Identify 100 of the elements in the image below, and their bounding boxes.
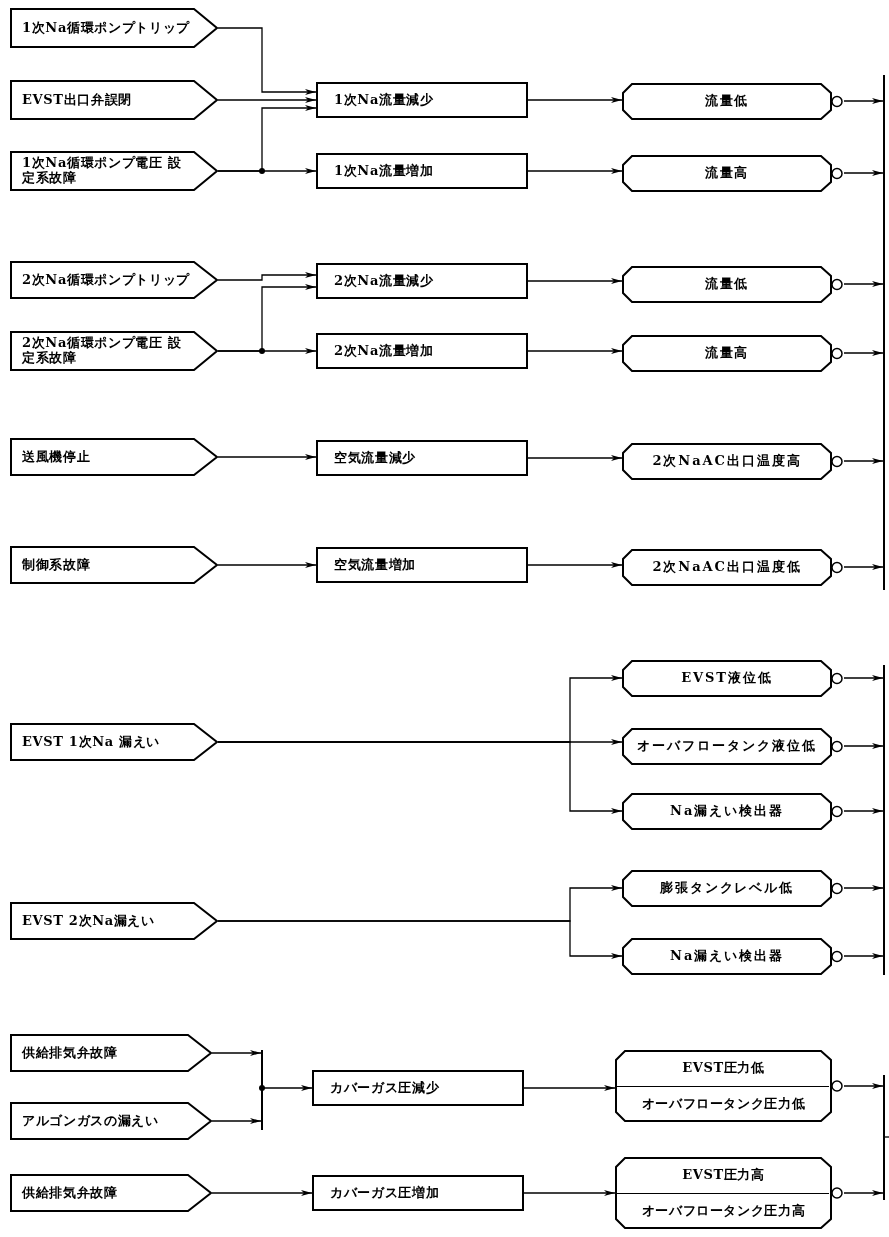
arrow [217, 27, 317, 95]
box-label: 供給排気弁故障 [22, 1045, 118, 1061]
alarm-octagon [622, 82, 844, 120]
box-label: 流量高 [704, 345, 750, 361]
input-signal-box [10, 1034, 212, 1072]
box-label: 2次Na循環ポンプ電圧 設定系故障 [22, 336, 183, 366]
box-label: 2次NaAC出口温度低 [652, 559, 802, 575]
box-label: EVST液位低 [681, 670, 773, 686]
box-label: 1次Na流量増加 [334, 163, 434, 179]
arrow [843, 281, 884, 287]
box-label: アルゴンガスの漏えい [22, 1113, 159, 1129]
box-label: 2次Na流量減少 [334, 273, 434, 289]
input-signal-box [10, 151, 218, 191]
arrow [217, 348, 317, 354]
box-label: Na漏えい検出器 [670, 803, 784, 819]
arrow [523, 1085, 616, 1091]
box-label: オーバフロータンク液位低 [637, 738, 817, 754]
alarm-octagon [615, 1050, 844, 1122]
input-signal-box [10, 546, 218, 584]
process-box [316, 547, 528, 583]
process-box [316, 82, 528, 118]
process-box [316, 333, 528, 369]
box-label: EVST圧力高 [682, 1167, 765, 1183]
bus-line [261, 1050, 263, 1130]
box-label: 2次Na循環ポンプトリップ [22, 272, 190, 288]
arrow [843, 953, 884, 959]
bus-line [883, 74, 885, 590]
box-label: 流量高 [704, 165, 750, 181]
input-signal-box [10, 80, 218, 120]
arrow [211, 1050, 262, 1056]
box-label: EVST 2次Na漏えい [22, 913, 155, 929]
box-label: 送風機停止 [22, 449, 91, 465]
arrow [843, 885, 884, 891]
arrow [211, 1190, 313, 1196]
alarm-octagon [622, 937, 844, 975]
alarm-octagon [622, 154, 844, 192]
box-label: オーバフロータンク圧力高 [641, 1203, 806, 1219]
alarm-octagon [615, 1157, 844, 1229]
input-signal-box [10, 723, 218, 761]
arrow [262, 1085, 313, 1091]
input-signal-box [10, 261, 218, 299]
arrow [843, 808, 884, 814]
arrow [843, 1190, 884, 1196]
alarm-octagon [622, 442, 844, 480]
alarm-octagon [622, 792, 844, 830]
alarm-octagon [622, 334, 844, 372]
input-signal-box [10, 1102, 212, 1140]
arrow [527, 562, 623, 568]
input-signal-box [10, 902, 218, 940]
box-label: 供給排気弁故障 [22, 1185, 118, 1201]
arrow [523, 1190, 616, 1196]
alarm-octagon [622, 869, 844, 907]
box-label: EVST出口弁誤閉 [22, 92, 132, 108]
box-label: 2次NaAC出口温度高 [652, 453, 802, 469]
alarm-octagon [622, 727, 844, 765]
process-box [316, 440, 528, 476]
arrow [843, 743, 884, 749]
box-label: 流量低 [704, 276, 750, 292]
alarm-octagon [622, 265, 844, 303]
arrow [843, 458, 884, 464]
process-box [316, 263, 528, 299]
arrow [843, 350, 884, 356]
arrow [217, 920, 623, 959]
box-label: 流量低 [704, 93, 750, 109]
box-label: 1次Na循環ポンプ電圧 設定系故障 [22, 156, 183, 186]
input-signal-box [10, 8, 218, 48]
alarm-octagon [622, 548, 844, 586]
box-label: 空気流量増加 [334, 557, 416, 573]
input-signal-box [10, 1174, 212, 1212]
input-signal-box [10, 331, 218, 371]
alarm-octagon [622, 659, 844, 697]
box-label: カバーガス圧減少 [330, 1080, 440, 1096]
box-label: オーバフロータンク圧力低 [641, 1096, 806, 1112]
arrow [843, 1083, 884, 1089]
arrow [527, 168, 623, 174]
arrow [217, 454, 317, 460]
arrow [217, 741, 623, 814]
box-label: 2次Na流量増加 [334, 343, 434, 359]
arrow [527, 348, 623, 354]
bus-line [883, 1074, 885, 1200]
arrow [843, 98, 884, 104]
process-box [312, 1175, 524, 1211]
process-box [312, 1070, 524, 1106]
arrow [527, 455, 623, 461]
input-signal-box [10, 438, 218, 476]
box-label: 空気流量減少 [334, 450, 416, 466]
box-label: Na漏えい検出器 [670, 948, 784, 964]
arrow [217, 97, 317, 103]
arrow [217, 562, 317, 568]
box-label: 1次Na循環ポンプトリップ [22, 20, 190, 36]
box-label: 制御系故障 [22, 557, 91, 573]
box-label: EVST 1次Na 漏えい [22, 734, 160, 750]
arrow [843, 675, 884, 681]
process-box [316, 153, 528, 189]
box-label: カバーガス圧増加 [330, 1185, 440, 1201]
arrow [217, 168, 317, 174]
box-label: 膨張タンクレベル低 [659, 880, 795, 896]
arrow [211, 1118, 262, 1124]
arrow [217, 272, 317, 281]
arrow [527, 97, 623, 103]
